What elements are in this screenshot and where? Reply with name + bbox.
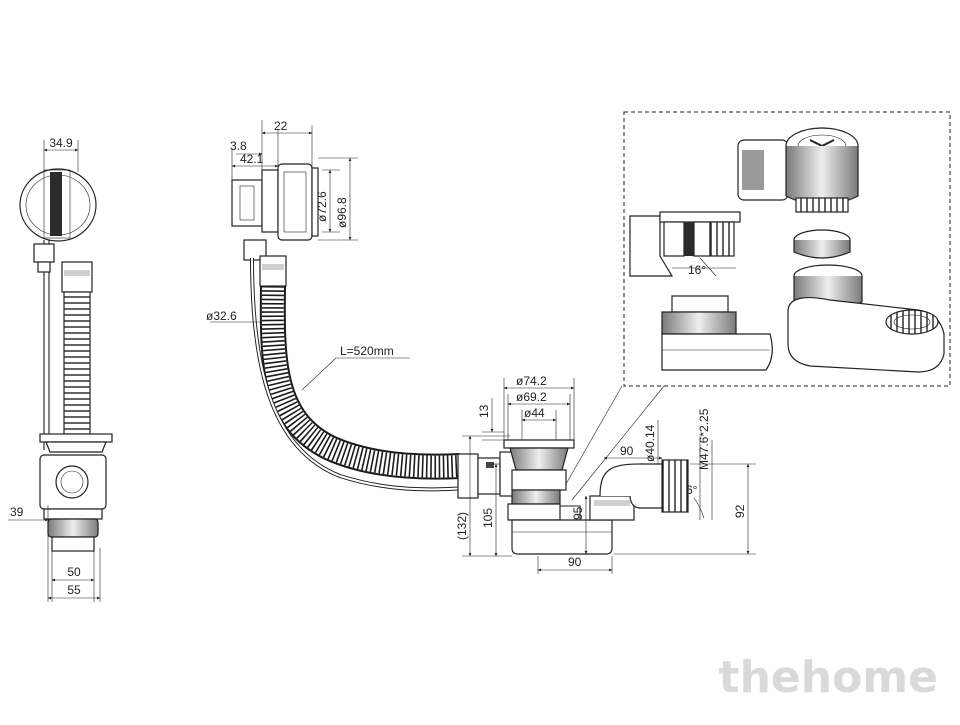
detail-trap-base xyxy=(787,297,945,373)
detail-cross-section: 16° xyxy=(629,211,773,371)
dim-waste-inner-diameter: ø44 xyxy=(524,406,545,420)
dim-left-base-outer: 55 xyxy=(67,583,81,597)
waste-fitting xyxy=(503,439,575,521)
side-cable-clip xyxy=(33,243,55,263)
dim-overflow-width-b: 22 xyxy=(274,119,288,133)
dim-detail-angle: 16° xyxy=(688,263,706,277)
dim-outlet-thread: M47.6*2.25 xyxy=(697,408,711,470)
dim-waste-flange-height: 13 xyxy=(477,404,491,418)
dim-waste-total-height: (132) xyxy=(455,512,469,540)
outlet-thread xyxy=(661,459,689,513)
dim-left-side-offset: 39 xyxy=(10,505,24,519)
side-bottom-nut xyxy=(47,518,99,538)
dim-waste-outer-diameter: ø74.2 xyxy=(516,374,547,388)
side-hose-nut xyxy=(61,261,93,293)
dim-waste-body-height: 105 xyxy=(481,508,495,528)
dim-hose-length: L=520mm xyxy=(340,344,394,358)
dim-outlet-diameter: ø40.14 xyxy=(643,424,657,462)
front-view-assembly: 3.8 22 42.1 ø72.6 ø96.8 ø32.6 L=520mm xyxy=(206,119,756,574)
dim-outlet-offset: 90 xyxy=(620,444,634,458)
dim-overflow-outer-diameter: ø96.8 xyxy=(335,197,349,228)
watermark-logo: thehome xyxy=(719,652,938,703)
trap-body xyxy=(511,519,613,555)
detail-exploded-view xyxy=(737,127,945,373)
dim-trap-width: 90 xyxy=(568,555,582,569)
dim-overflow-offset-c: 42.1 xyxy=(240,152,264,166)
dim-left-base-inner: 50 xyxy=(67,565,81,579)
dim-outlet-angle: 6° xyxy=(686,483,698,497)
hose-top-nut xyxy=(259,255,287,287)
dim-trap-height: 95 xyxy=(571,506,585,520)
dim-left-overflow-width: 34.9 xyxy=(49,136,73,150)
side-view-assembly: 34.9 39 50 55 xyxy=(8,136,113,602)
dim-outlet-height: 92 xyxy=(733,504,747,518)
trap-outlet-nut xyxy=(589,495,635,521)
dim-overflow-inner-diameter: ø72.6 xyxy=(315,191,329,222)
dim-hose-diameter: ø32.6 xyxy=(206,309,237,323)
side-corrugated-hose xyxy=(63,291,91,435)
side-overflow-cap xyxy=(19,168,97,242)
dim-overflow-depth-a: 3.8 xyxy=(230,139,247,153)
detail-panel: 16° xyxy=(623,111,951,387)
dim-waste-mid-diameter: ø69.2 xyxy=(516,390,547,404)
overflow-head xyxy=(231,163,319,241)
